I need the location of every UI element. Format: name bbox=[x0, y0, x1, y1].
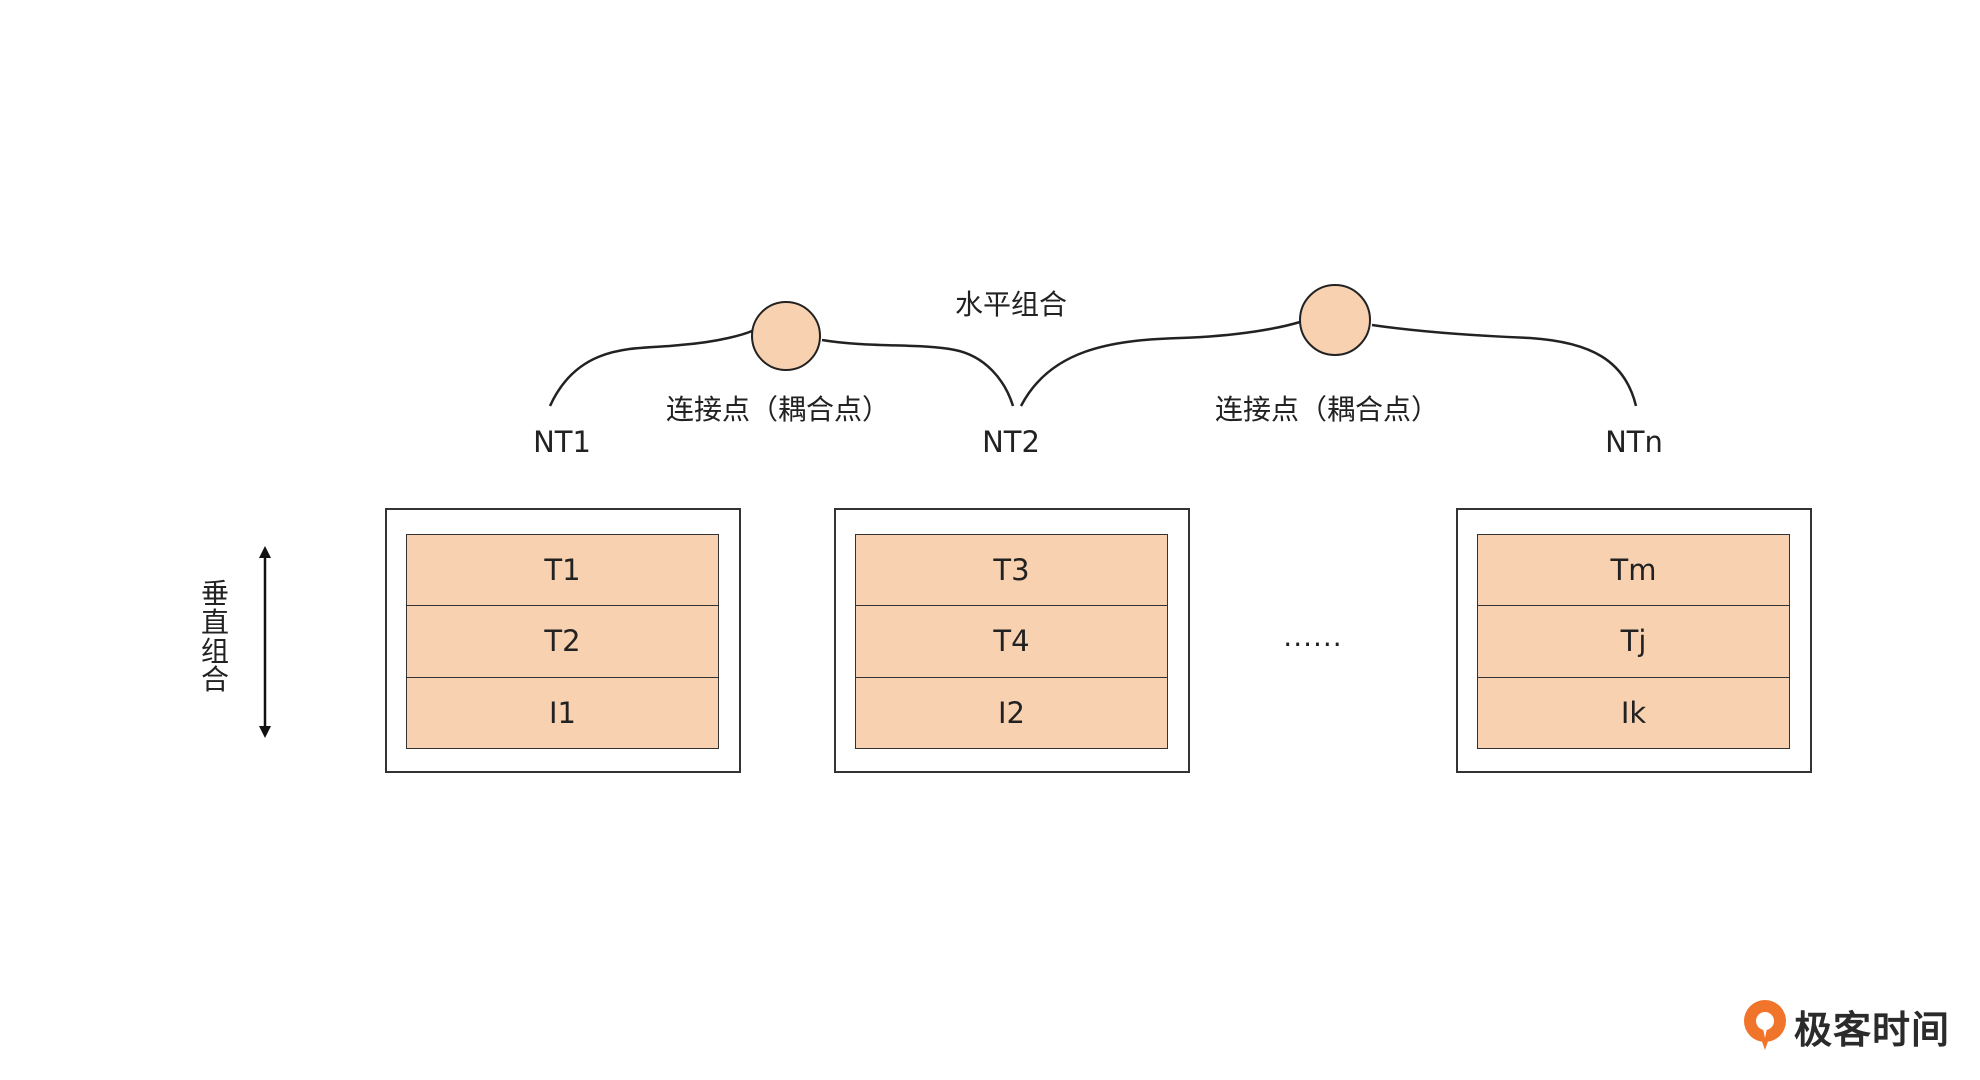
connector-curve-2-left bbox=[1019, 320, 1301, 407]
connector-curve-1-right bbox=[821, 338, 1015, 407]
stack-row: Tj bbox=[1478, 606, 1789, 678]
stack-row: T3 bbox=[856, 535, 1167, 607]
coupling-point-label-2: 连接点（耦合点） bbox=[1214, 393, 1440, 426]
brand-logo: 极客时间 bbox=[1742, 998, 1950, 1054]
vertical-arrow-head-bottom bbox=[259, 726, 271, 738]
stack-row: I2 bbox=[856, 677, 1167, 748]
stack-nt2-rows: T3 T4 I2 bbox=[855, 534, 1168, 749]
brand-name: 极客时间 bbox=[1794, 1007, 1951, 1052]
stack-row: I1 bbox=[407, 677, 718, 748]
coupling-point-label-1: 连接点（耦合点） bbox=[665, 393, 891, 426]
stack-nt1-rows: T1 T2 I1 bbox=[406, 534, 719, 749]
stack-ntn-rows: Tm Tj Ik bbox=[1477, 534, 1790, 749]
stack-row: Ik bbox=[1478, 677, 1789, 748]
connector-curve-2-right bbox=[1371, 323, 1638, 407]
vertical-composition-label: 垂直组合 bbox=[200, 577, 229, 697]
stack-row: T2 bbox=[407, 606, 718, 678]
node-label-nt2: NT2 bbox=[982, 425, 1040, 459]
node-label-nt1: NT1 bbox=[533, 425, 591, 459]
stack-ntn: Tm Tj Ik bbox=[1456, 508, 1812, 773]
geektime-logo-icon bbox=[1744, 1000, 1786, 1050]
node-label-ntn: NTn bbox=[1605, 425, 1663, 459]
stack-nt1: T1 T2 I1 bbox=[385, 508, 741, 773]
stack-row: Tm bbox=[1478, 535, 1789, 607]
ellipsis: ...... bbox=[1283, 620, 1343, 653]
stack-nt2: T3 T4 I2 bbox=[834, 508, 1190, 773]
stack-row: T1 bbox=[407, 535, 718, 607]
coupling-point-2 bbox=[1299, 284, 1371, 356]
coupling-point-1 bbox=[751, 301, 821, 371]
connector-curve-1-left bbox=[548, 329, 753, 407]
vertical-arrow-head-top bbox=[259, 546, 271, 558]
stack-row: T4 bbox=[856, 606, 1167, 678]
horizontal-composition-label: 水平组合 bbox=[954, 288, 1068, 321]
